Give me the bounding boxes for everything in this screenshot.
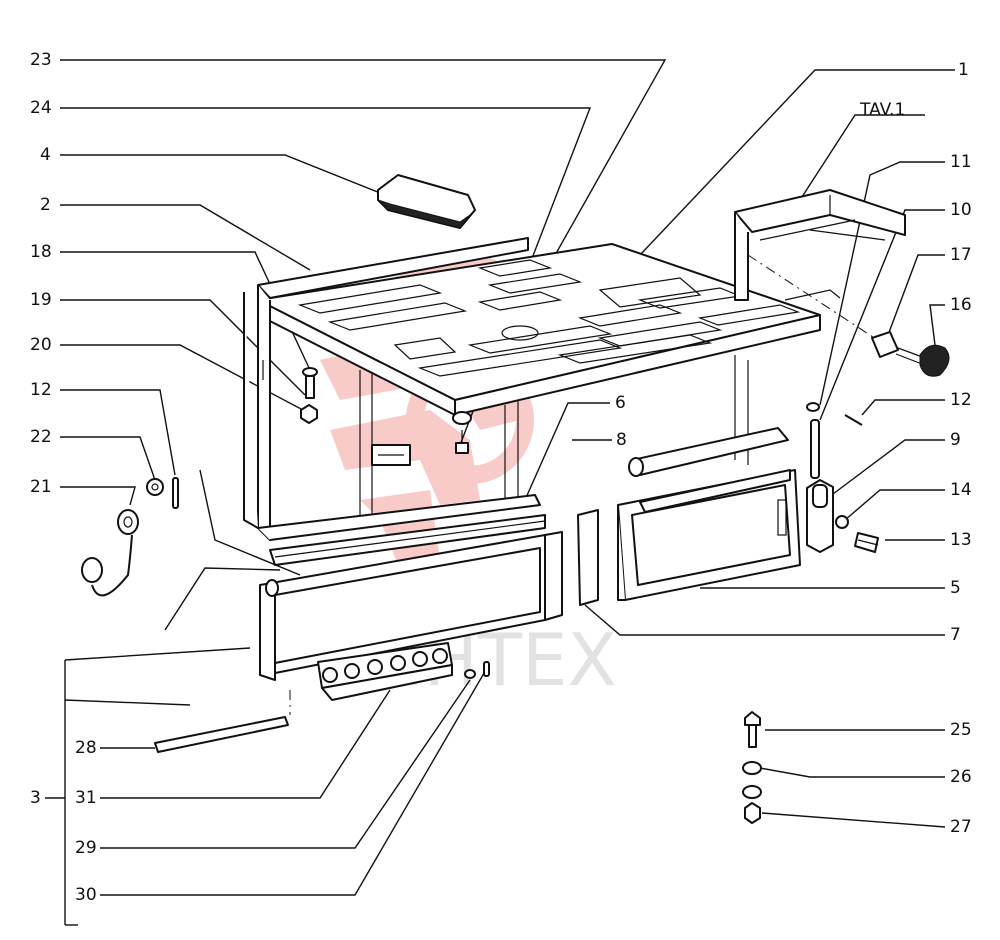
callout-26: 26	[950, 767, 972, 787]
leader-22	[60, 436, 156, 481]
callout-28: 28	[75, 738, 97, 758]
callout-6: 6	[615, 393, 626, 413]
front-panel	[259, 531, 563, 681]
callout-19: 19	[30, 290, 52, 310]
callout-8: 8	[616, 430, 627, 450]
leader-27	[761, 812, 946, 828]
leader-14	[844, 489, 945, 521]
leader-4	[60, 154, 386, 196]
callout-14: 14	[950, 480, 972, 500]
small-washer-pin	[464, 661, 490, 679]
part-4-pad	[377, 174, 476, 229]
leader-26	[759, 767, 945, 778]
bolt-set	[742, 711, 762, 824]
rear-panel	[617, 469, 801, 601]
leader-21	[60, 486, 136, 506]
leader-11	[819, 161, 945, 406]
leader-12	[60, 389, 176, 476]
leader-30	[100, 667, 488, 896]
callout-2: 2	[40, 195, 51, 215]
callout-3: 3	[30, 788, 41, 808]
callout-13: 13	[950, 530, 972, 550]
callout-30: 30	[75, 885, 97, 905]
part-31-terminal-block	[317, 642, 453, 701]
hinge-assembly	[806, 479, 879, 553]
leader-9	[824, 439, 945, 501]
leader-31	[100, 689, 391, 799]
labels-right: 1 TAV.1 11 10 17 16 12 9 14 13 5 7 25 26…	[859, 60, 972, 837]
right-leaders	[584, 69, 955, 828]
callout-16: 16	[950, 295, 972, 315]
sheet-label: TAV.1	[859, 100, 905, 120]
leader-1	[639, 69, 955, 256]
left-frame	[243, 285, 541, 541]
callout-18: 18	[30, 242, 52, 262]
leader-12b	[861, 399, 945, 416]
knob-and-nut	[871, 331, 950, 377]
leader-tav	[799, 114, 925, 201]
leader-16	[929, 304, 945, 346]
leader-19	[60, 299, 306, 396]
fasteners-left	[300, 367, 472, 454]
ground-cable	[81, 477, 179, 597]
callout-29: 29	[75, 838, 97, 858]
callout-24: 24	[30, 98, 52, 118]
callout-4: 4	[40, 145, 51, 165]
leader-2	[60, 204, 311, 271]
callout-12-right: 12	[950, 390, 972, 410]
callout-10: 10	[950, 200, 972, 220]
callout-5: 5	[950, 578, 961, 598]
callout-17: 17	[950, 245, 972, 265]
split-pin-right	[844, 414, 863, 426]
callout-1: 1	[958, 60, 969, 80]
callout-7: 7	[950, 625, 961, 645]
left-leaders	[45, 59, 667, 926]
part-28-rod	[154, 690, 291, 753]
labels-center: 6 8	[615, 393, 627, 450]
rod-and-washer	[806, 402, 820, 479]
leader-7	[584, 604, 945, 636]
top-panel	[257, 237, 821, 466]
seal-strips	[269, 427, 789, 606]
callout-22: 22	[30, 427, 52, 447]
callout-21: 21	[30, 477, 52, 497]
callout-20: 20	[30, 335, 52, 355]
callout-31: 31	[75, 788, 97, 808]
callout-11: 11	[950, 152, 972, 172]
callout-12: 12	[30, 380, 52, 400]
leader-6	[524, 402, 610, 501]
leader-10	[819, 209, 945, 421]
callout-23: 23	[30, 50, 52, 70]
callout-27: 27	[950, 817, 972, 837]
callout-9: 9	[950, 430, 961, 450]
leader-29	[100, 679, 471, 849]
labels-left: 23 24 4 2 18 19 20 12 22 21 28 3 31 29 3…	[30, 50, 97, 905]
leader-17	[887, 254, 945, 336]
callout-25: 25	[950, 720, 972, 740]
